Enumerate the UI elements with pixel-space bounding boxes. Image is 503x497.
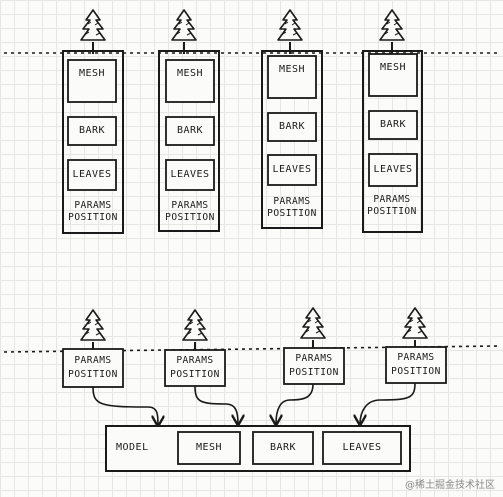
instance-position-label: POSITION (391, 366, 441, 377)
leaves-label: LEAVES (373, 164, 413, 175)
bark-label: BARK (278, 121, 306, 132)
bottom-ground-line (3, 345, 499, 353)
pine-tree-icon (171, 9, 197, 55)
params-label: PARAMS (171, 200, 209, 211)
pine-tree-icon (182, 309, 208, 355)
pine-tree-icon (277, 9, 303, 55)
top-column-3 (261, 9, 323, 229)
instance-position-label: POSITION (68, 369, 118, 380)
mesh-label: MESH (176, 68, 204, 79)
pine-tree-icon (80, 9, 106, 55)
model-box (105, 425, 411, 472)
instance-params-label: PARAMS (176, 355, 214, 366)
instance-params-label: PARAMS (397, 352, 435, 363)
instance-params-label: PARAMS (295, 353, 333, 364)
position-label: POSITION (165, 212, 215, 223)
position-label: POSITION (367, 206, 417, 217)
position-label: POSITION (267, 208, 317, 219)
mesh-label: MESH (278, 64, 306, 75)
bark-label: BARK (176, 125, 204, 136)
position-label: POSITION (68, 212, 118, 223)
instance-params-label: PARAMS (74, 355, 112, 366)
bark-label: BARK (379, 119, 407, 130)
instance-boxes (62, 346, 447, 388)
params-label: PARAMS (273, 196, 311, 207)
mesh-label: MESH (78, 68, 106, 79)
model-mesh-label: MESH (195, 442, 223, 453)
instance-position-label: POSITION (170, 369, 220, 380)
pine-tree-icon (300, 307, 326, 353)
instance-position-label: POSITION (289, 367, 339, 378)
leaves-label: LEAVES (72, 169, 112, 180)
params-label: PARAMS (373, 194, 411, 205)
top-column-4 (362, 9, 423, 233)
bark-label: BARK (78, 125, 106, 136)
pine-tree-icon (80, 309, 106, 355)
top-column-2 (158, 9, 220, 232)
model-leaves-label: LEAVES (342, 442, 382, 453)
pine-tree-icon (379, 9, 405, 55)
leaves-label: LEAVES (170, 169, 210, 180)
model-label: MODEL (116, 442, 149, 453)
pine-tree-icon (402, 307, 428, 353)
mesh-label: MESH (379, 62, 407, 73)
model-bark-label: BARK (269, 442, 297, 453)
leaves-label: LEAVES (272, 164, 312, 175)
params-label: PARAMS (74, 200, 112, 211)
watermark: @稀土掘金技术社区 (405, 480, 495, 491)
top-column-1 (62, 9, 124, 234)
reference-arrows (92, 382, 416, 425)
